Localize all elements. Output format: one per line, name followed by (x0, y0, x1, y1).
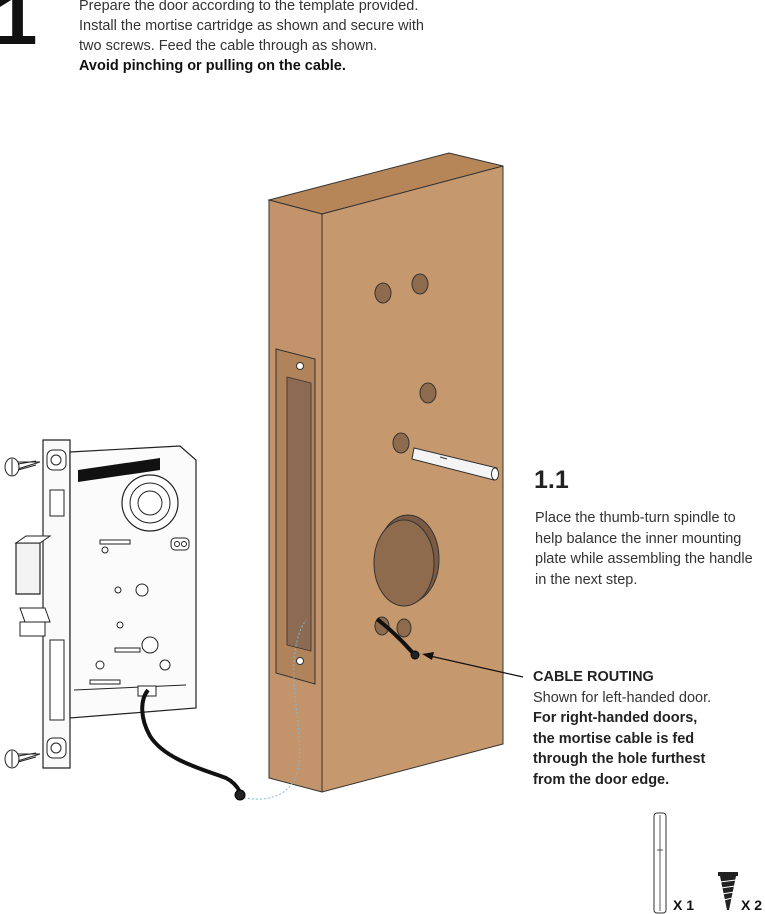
substep-number: 1.1 (534, 466, 569, 494)
step-number: 1 (0, 0, 38, 61)
callout-note-line: the mortise cable is fed (533, 730, 695, 747)
callout-note-line: through the hole furthest (533, 751, 706, 767)
hole-middle (419, 382, 437, 404)
spindle-quantity: X 1 (673, 897, 695, 913)
callout-note-line: from the door edge. (533, 771, 670, 788)
thumb-turn-spindle (411, 447, 499, 481)
door-front-face (321, 165, 504, 793)
door-cable (375, 617, 420, 660)
hole-top-right (411, 273, 429, 295)
substep-text: Place the thumb-turn spindle to help bal… (535, 510, 753, 588)
cylinder-hole (373, 519, 435, 607)
step-instructions: Prepare the door according to the templa… (79, 0, 479, 76)
callout-subtitle: Shown for left-handed door. (533, 689, 712, 706)
instruction-line: two screws. Feed the cable through as sh… (79, 38, 378, 54)
hole-top-left (374, 282, 392, 304)
warning-text: Avoid pinching or pulling on the cable. (79, 58, 346, 74)
spindle-part-icon (653, 812, 667, 914)
instruction-line: Prepare the door according to the templa… (79, 0, 419, 14)
mortise-cable (140, 688, 246, 801)
mortise-lock (14, 439, 197, 769)
cable-hole-right (396, 618, 412, 638)
hole-spindle (392, 432, 410, 454)
instruction-line: Install the mortise cartridge as shown a… (79, 18, 424, 34)
screw-part-icon (718, 872, 738, 910)
cable-routing-callout: CABLE ROUTING Shown for left-handed door… (533, 667, 763, 790)
mortise-pocket (286, 376, 312, 652)
callout-note-line: For right-handed doors, (533, 710, 698, 726)
cable-routing-leader (422, 652, 524, 678)
mounting-screw-bottom (4, 749, 41, 769)
screw-quantity: X 2 (741, 897, 763, 913)
cable-guide-line (239, 619, 307, 800)
door (267, 152, 504, 793)
mounting-screw-top (4, 457, 41, 477)
callout-title: CABLE ROUTING (533, 669, 654, 685)
